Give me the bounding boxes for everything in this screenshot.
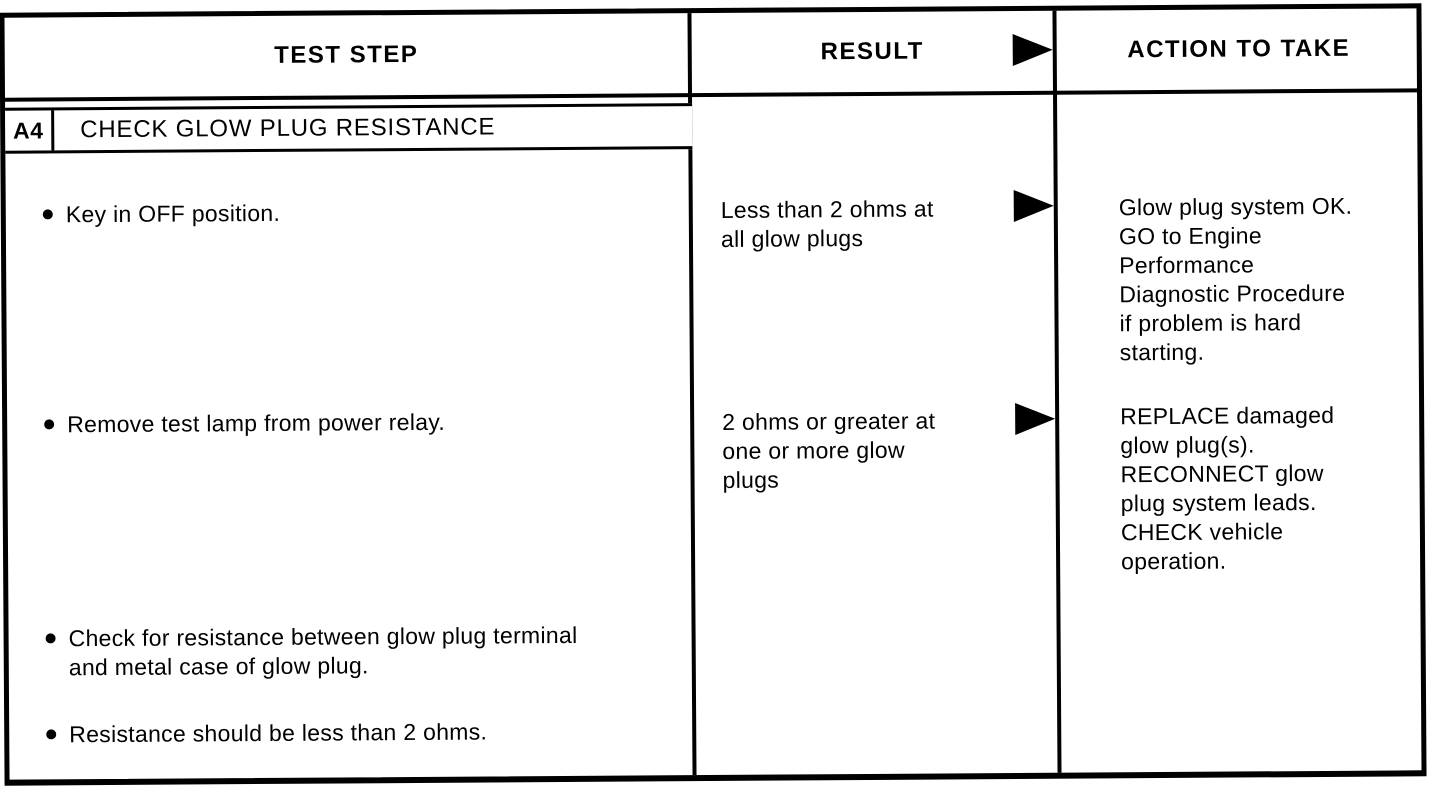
action-text: REPLACE damaged glow plug(s). RECONNECT … [1120,401,1335,575]
table-header-row: TEST STEP RESULT ACTION TO TAKE [4,8,1418,102]
section-header: A4 CHECK GLOW PLUG RESISTANCE [5,103,693,154]
step-id-badge: A4 [5,110,55,151]
test-step-text: Check for resistance between glow plug t… [68,621,578,681]
result-text: 2 ohms or greater at one or more glow pl… [722,407,936,493]
result-text: Less than 2 ohms at all glow plugs [720,195,934,252]
bullet-icon [45,633,56,644]
test-step-text: Resistance should be less than 2 ohms. [69,718,488,748]
result-arrow-icon [1012,33,1053,67]
result-arrow-icon [1015,402,1056,435]
column-divider [1052,10,1062,773]
column-header-test-step: TEST STEP [274,40,419,69]
diagnostic-table: TEST STEP RESULT ACTION TO TAKE A4 CHECK… [0,3,1427,786]
test-step-item: Resistance should be less than 2 ohms. [46,718,487,750]
test-step-text: Remove test lamp from power relay. [67,408,446,438]
bullet-icon [44,419,55,430]
column-header-result: RESULT [820,37,924,66]
bullet-icon [42,209,53,220]
test-step-item: Key in OFF position. [42,199,281,230]
action-text: Glow plug system OK. GO to Engine Perfor… [1118,192,1353,366]
column-header-action-to-take: ACTION TO TAKE [1127,34,1351,64]
test-step-text: Key in OFF position. [65,199,281,228]
test-step-item: Remove test lamp from power relay. [44,408,445,440]
result-arrow-icon [1013,189,1054,223]
test-step-item: Check for resistance between glow plug t… [45,621,578,683]
bullet-icon [46,729,57,740]
section-title: CHECK GLOW PLUG RESISTANCE [80,113,496,144]
